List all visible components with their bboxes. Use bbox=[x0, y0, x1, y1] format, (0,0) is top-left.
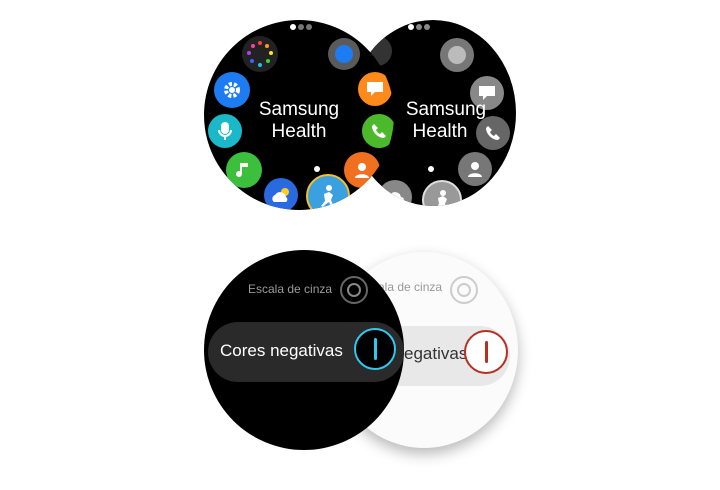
voice-icon[interactable] bbox=[208, 114, 242, 148]
page-indicator-dot bbox=[424, 24, 430, 30]
grayscale-toggle[interactable] bbox=[450, 276, 478, 304]
page-indicator-dot bbox=[416, 24, 422, 30]
page-indicator-dot bbox=[408, 24, 414, 30]
focus-dot bbox=[314, 166, 320, 172]
page-indicator-dot bbox=[290, 24, 296, 30]
app-name-line2: Health bbox=[412, 121, 468, 142]
weather-icon[interactable] bbox=[378, 180, 412, 206]
negative-colors-label: Cores negativas bbox=[220, 341, 343, 360]
contacts-icon[interactable] bbox=[344, 152, 380, 188]
messages-icon[interactable] bbox=[470, 76, 504, 110]
phone-icon[interactable] bbox=[362, 114, 394, 148]
watch-screen-color-apps: Samsung Health bbox=[204, 20, 394, 210]
phone-icon[interactable] bbox=[476, 116, 510, 150]
app-name-line2: Health bbox=[271, 121, 327, 142]
grayscale-label: Escala de cinza bbox=[248, 282, 333, 296]
negative-colors-toggle[interactable] bbox=[354, 328, 396, 370]
messages-icon[interactable] bbox=[358, 72, 392, 106]
contacts-icon[interactable] bbox=[458, 152, 492, 186]
watch-screen-negative-colors-dark: Escala de cinza Cores negativas bbox=[204, 250, 404, 450]
samsung-health-icon[interactable] bbox=[306, 174, 350, 210]
page-indicator-dot bbox=[298, 24, 304, 30]
negative-colors-label: egativas bbox=[404, 344, 468, 363]
apps-launcher-icon[interactable] bbox=[242, 36, 278, 72]
grayscale-toggle[interactable] bbox=[340, 276, 368, 304]
page-indicator-dot bbox=[306, 24, 312, 30]
gallery-icon[interactable] bbox=[440, 38, 474, 72]
app-name-line1: Samsung bbox=[405, 99, 487, 120]
weather-icon[interactable] bbox=[264, 178, 298, 210]
settings-icon[interactable] bbox=[214, 72, 250, 108]
samsung-health-icon[interactable] bbox=[422, 180, 462, 206]
music-icon[interactable] bbox=[226, 152, 262, 188]
gallery-icon[interactable] bbox=[328, 38, 360, 70]
focus-dot bbox=[428, 166, 434, 172]
negative-colors-toggle[interactable] bbox=[464, 330, 508, 374]
app-name-line1: Samsung bbox=[258, 99, 340, 120]
grayscale-label: ala de cinza bbox=[378, 280, 443, 294]
